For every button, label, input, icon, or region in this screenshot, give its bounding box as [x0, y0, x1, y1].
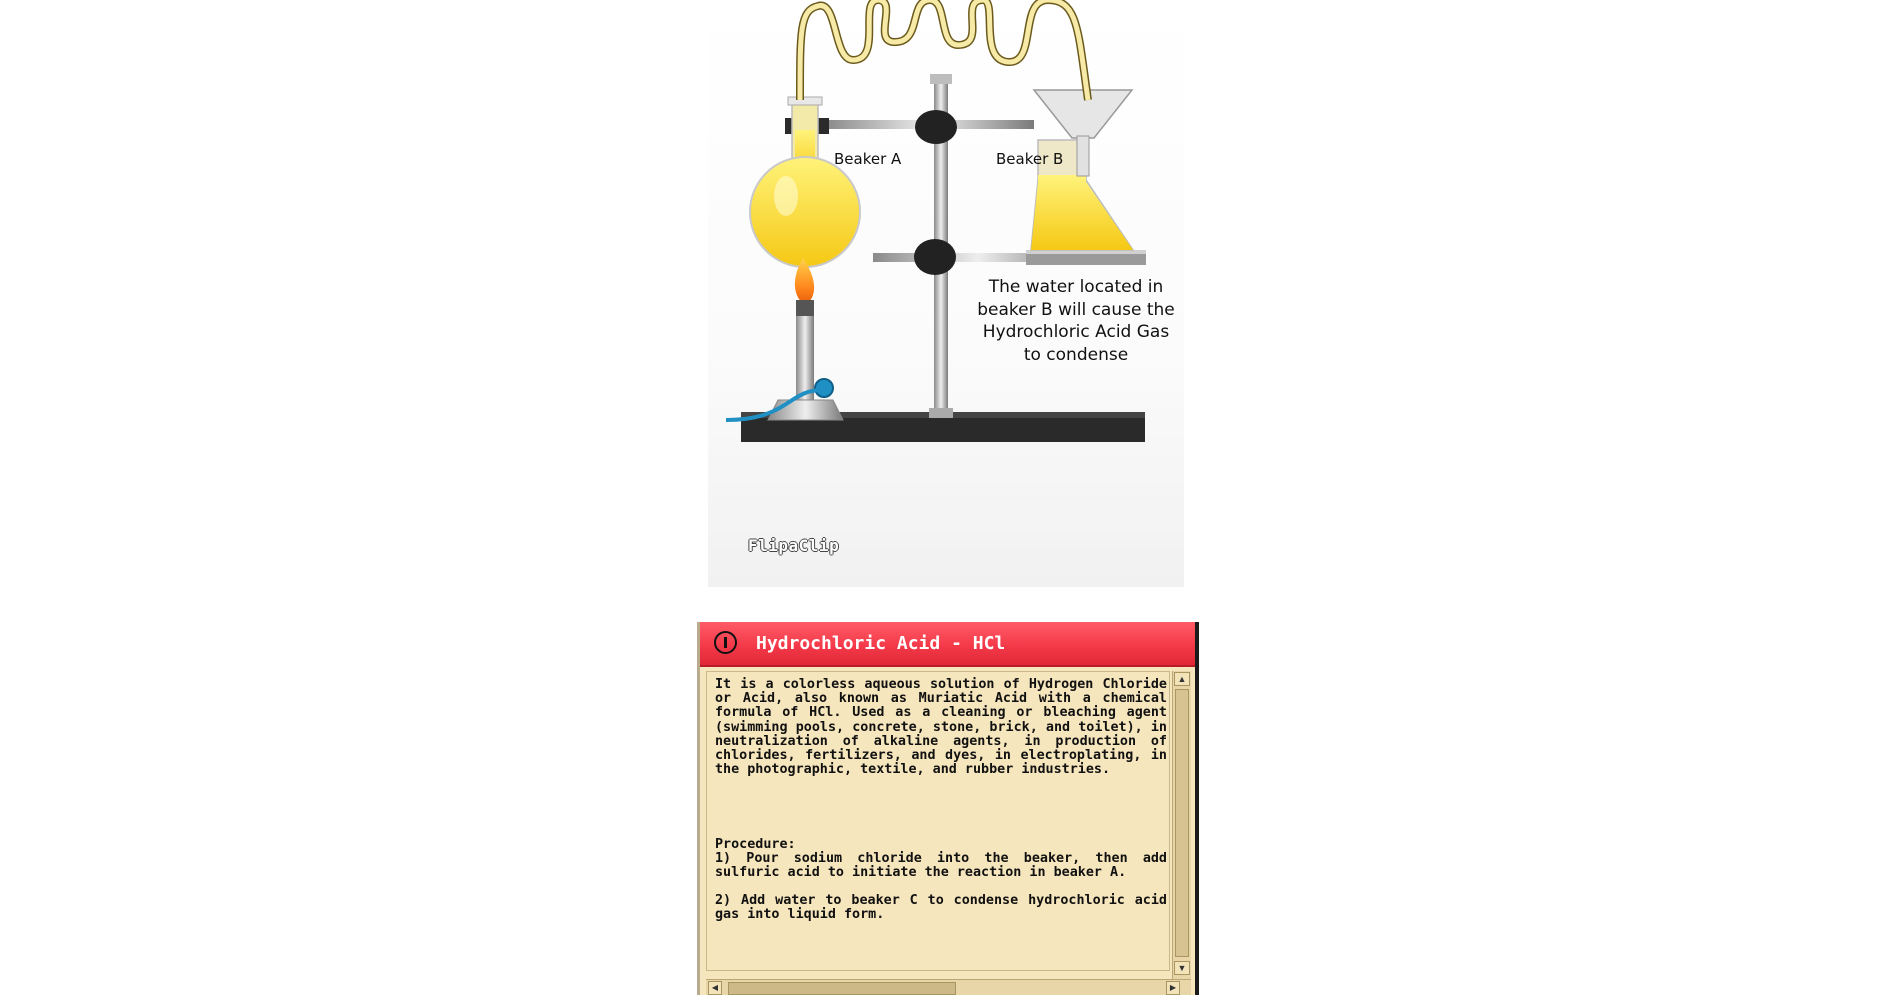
dialog-titlebar: Hydrochloric Acid - HCl — [700, 622, 1195, 667]
vertical-scrollbar[interactable]: ▲ ▼ — [1172, 671, 1191, 979]
lab-illustration: Beaker A Beaker B The water located in b… — [708, 0, 1184, 587]
procedure-heading: Procedure: — [715, 837, 796, 852]
scroll-up-arrow-icon[interactable]: ▲ — [1174, 672, 1190, 686]
beaker-b-label: Beaker B — [996, 150, 1064, 168]
scroll-down-arrow-icon[interactable]: ▼ — [1174, 961, 1190, 975]
condense-caption: The water located in beaker B will cause… — [970, 276, 1182, 366]
bunsen-burner — [725, 258, 844, 422]
caption-line: The water located in — [988, 277, 1164, 297]
flame — [794, 258, 815, 305]
info-icon — [714, 631, 737, 654]
beaker-a-label: Beaker A — [834, 150, 902, 168]
lower-clamp-arm — [873, 253, 1083, 262]
hcl-description: It is a colorless aqueous solution of Hy… — [715, 677, 1167, 778]
description-text-area[interactable]: It is a colorless aqueous solution of Hy… — [706, 671, 1170, 971]
scroll-left-arrow-icon[interactable]: ◀ — [708, 981, 722, 995]
info-dialog: Hydrochloric Acid - HCl It is a colorles… — [697, 622, 1199, 995]
dialog-title: Hydrochloric Acid - HCl — [756, 633, 1006, 654]
vertical-scroll-thumb[interactable] — [1175, 689, 1189, 957]
upper-clamp-knob — [915, 110, 957, 144]
scroll-right-arrow-icon[interactable]: ▶ — [1166, 981, 1180, 995]
caption-line: Hydrochloric Acid Gas — [982, 322, 1170, 342]
horizontal-scroll-thumb[interactable] — [728, 982, 956, 995]
flask-b — [1030, 89, 1135, 251]
caption-line: to condense — [1023, 344, 1129, 365]
lower-clamp-knob — [914, 239, 956, 275]
flask-a — [749, 96, 861, 268]
flipaclip-watermark: FlipaClip — [748, 536, 840, 555]
procedure-step: 1) Pour sodium chloride into the beaker,… — [715, 851, 1167, 881]
gas-hose — [725, 388, 823, 422]
caption-line: beaker B will cause the — [977, 299, 1175, 320]
horizontal-scrollbar[interactable]: ◀ ▶ — [706, 979, 1191, 995]
procedure-step: 2) Add water to beaker C to condense hyd… — [715, 893, 1167, 923]
lab-apparatus-drawing — [725, 0, 1146, 442]
